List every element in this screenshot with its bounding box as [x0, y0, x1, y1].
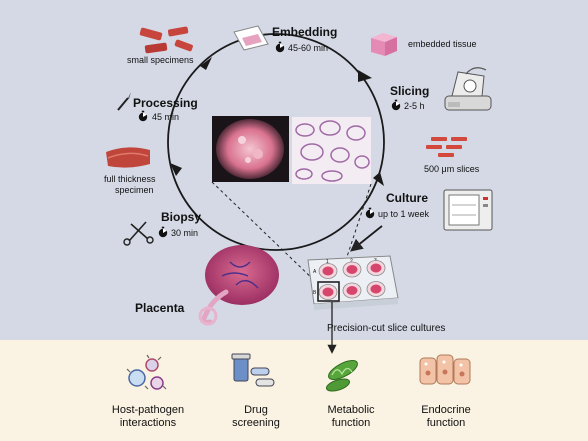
small-specimens-icon	[139, 26, 193, 54]
application-label-2: screening	[232, 417, 280, 429]
placenta-illustration	[198, 245, 279, 326]
plate-column-label: 1	[326, 259, 329, 265]
applications-panel-background	[0, 340, 588, 441]
pcsc-label: Precision-cut slice cultures	[327, 323, 445, 334]
full-thickness-label-1: full thickness	[104, 174, 156, 184]
embedded-tissue-cube-icon	[371, 33, 397, 56]
application-label-1: Endocrine	[421, 404, 471, 416]
cycle-arrow-icon	[200, 57, 212, 70]
cells-icon	[419, 354, 471, 385]
micrograph-histology-image	[292, 117, 371, 184]
scalpel-icon	[117, 92, 131, 111]
tissue-slice	[322, 266, 334, 276]
plate-row-label: A	[313, 269, 317, 275]
application-label-1: Drug	[244, 404, 268, 416]
small-specimens-label: small specimens	[127, 55, 194, 65]
scissors-icon	[123, 221, 154, 246]
application-label-1: Host-pathogen	[112, 404, 184, 416]
plate-column-label: 2	[350, 259, 353, 265]
selected-well-box	[317, 281, 340, 302]
processing-title: Processing	[133, 96, 198, 110]
culture-to-plate-arrow	[350, 225, 383, 252]
embedding-title: Embedding	[272, 25, 337, 39]
incubator-icon	[443, 189, 493, 231]
vibratome-icon	[444, 67, 492, 111]
zoom-line	[211, 181, 319, 285]
biopsy-title: Biopsy	[161, 210, 201, 224]
virus-icon	[126, 354, 167, 390]
full-thickness-specimen-icon	[106, 147, 150, 168]
slicing-title: Slicing	[390, 84, 429, 98]
application-label-2: function	[427, 417, 466, 429]
tissue-slice	[370, 284, 382, 294]
slices-label: 500 μm slices	[424, 164, 480, 174]
application-label-1: Metabolic	[327, 404, 375, 416]
placenta-label: Placenta	[135, 301, 185, 315]
culture-title: Culture	[386, 191, 428, 205]
workflow-cycle-ring	[167, 33, 385, 251]
tissue-slice	[346, 286, 358, 295]
tissue-slices-icon	[426, 137, 467, 157]
full-thickness-label-2: specimen	[115, 185, 154, 195]
micrograph-macro-image	[212, 116, 289, 182]
cycle-arrow-icon	[170, 163, 182, 176]
mitochondria-icon	[325, 360, 358, 392]
application-label-2: interactions	[120, 417, 177, 429]
cycle-arrow-icon	[373, 172, 384, 186]
embedded-tissue-label: embedded tissue	[408, 39, 477, 49]
tissue-slice	[322, 287, 334, 297]
slicing-time: 2-5 h	[404, 101, 425, 111]
embedding-time: 45-60 min	[288, 43, 328, 53]
culture-time: up to 1 week	[378, 209, 430, 219]
processing-time: 45 min	[152, 112, 179, 122]
biopsy-time: 30 min	[171, 228, 198, 238]
cycle-arrow-icon	[358, 70, 372, 82]
well-plate: 123AB	[307, 255, 399, 310]
pill-icon	[231, 353, 275, 387]
tissue-slice	[346, 265, 358, 274]
tissue-slice	[370, 263, 382, 273]
embedding-mold-icon	[233, 25, 269, 51]
application-label-2: function	[332, 417, 371, 429]
plate-row-label: B	[313, 290, 317, 296]
